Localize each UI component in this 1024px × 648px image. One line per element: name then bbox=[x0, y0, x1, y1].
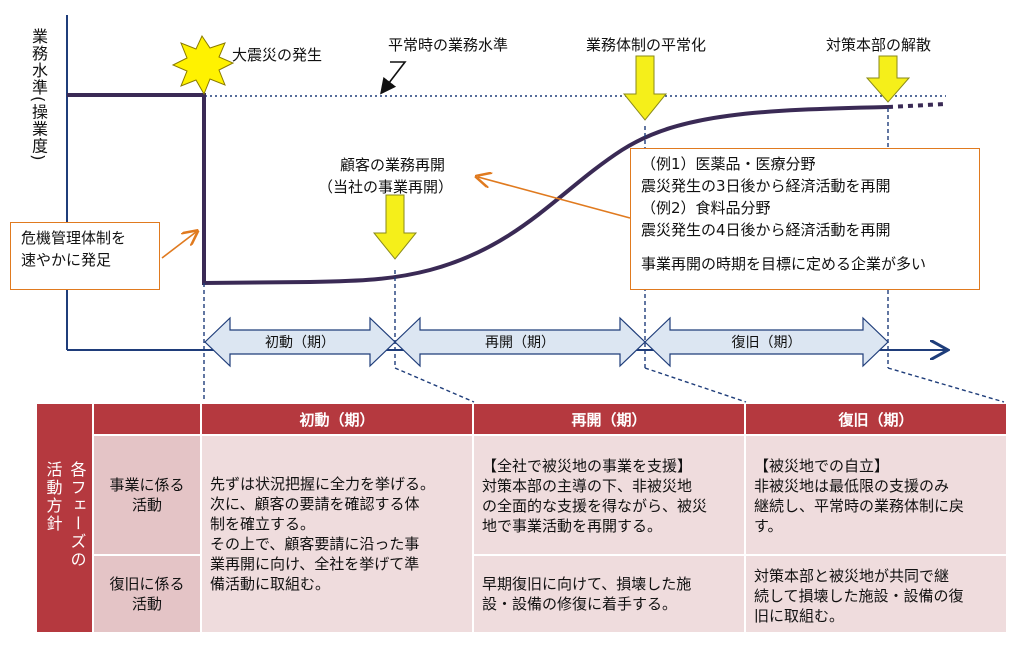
cell-line: 早期復旧に向けて、損壊した施 bbox=[482, 575, 692, 593]
cell-line: 備活動に取組む。 bbox=[210, 575, 331, 593]
connector-restart bbox=[394, 367, 475, 403]
y-axis-label: 業務水準(操業度) bbox=[29, 28, 48, 162]
cell-line: 次に、顧客の要請を確認する体 bbox=[210, 495, 420, 513]
cell-initial-merged: 先ずは状況把握に全力を挙げる。 次に、顧客の要請を確認する体 制を確立する。 そ… bbox=[202, 436, 472, 632]
connector-normalize bbox=[644, 367, 747, 403]
cell-line: 設・設備の修復に着手する。 bbox=[482, 595, 678, 613]
example-line: （例1）医薬品・医療分野 bbox=[641, 155, 816, 173]
cell-line: 非被災地は最低限の支援のみ bbox=[754, 477, 950, 495]
phase-arrow-recovery bbox=[644, 316, 889, 368]
cell-line: 対策本部と被災地が共同で継 bbox=[754, 567, 950, 585]
policy-side-header: 各フェーズの活動方針 bbox=[37, 404, 92, 632]
cell-recovery-business: 【被災地での自立】 非被災地は最低限の支援のみ 継続し、平常時の業務体制に戻 す… bbox=[746, 436, 1006, 554]
header-restart: 再開（期） bbox=[474, 404, 744, 434]
crisis-pointer bbox=[161, 232, 196, 259]
cell-line: 【全社で被災地の事業を支援】 bbox=[482, 457, 693, 475]
company-restart-label: （当社の事業再開） bbox=[318, 178, 454, 196]
cell-line: 対策本部の主導の下、非被災地 bbox=[482, 477, 693, 495]
phase-label-recovery: 復旧（期） bbox=[731, 335, 802, 351]
table-corner bbox=[94, 404, 200, 434]
crisis-callout: 危機管理体制を 速やかに発足 bbox=[10, 222, 160, 290]
normal-level-pointer bbox=[380, 61, 407, 95]
example-pointer bbox=[478, 177, 631, 219]
example-line: 震災発生の4日後から経済活動を再開 bbox=[641, 221, 891, 239]
cell-line: 地で事業活動を再開する。 bbox=[482, 517, 663, 535]
header-recovery: 復旧（期） bbox=[746, 404, 1006, 434]
connector-dissolve bbox=[887, 367, 1005, 403]
cell-line: 継続し、平常時の業務体制に戻 bbox=[754, 497, 965, 515]
example-line: 事業再開の時期を目標に定める企業が多い bbox=[641, 255, 927, 273]
cell-restart-business: 【全社で被災地の事業を支援】 対策本部の主導の下、非被災地 の全面的な支援を得な… bbox=[474, 436, 744, 554]
example-line: （例2）食料品分野 bbox=[641, 199, 771, 217]
policy-side-label: 各フェーズの活動方針 bbox=[43, 461, 87, 569]
operation-curve bbox=[67, 93, 889, 286]
cell-line: 続して損壊した施設・設備の復 bbox=[754, 587, 964, 605]
operation-curve-projection bbox=[887, 102, 947, 109]
quake-burst-icon bbox=[171, 34, 235, 96]
cell-line: す。 bbox=[754, 517, 783, 535]
customer-restart-label: 顧客の業務再開 bbox=[340, 156, 446, 174]
dissolution-label: 対策本部の解散 bbox=[826, 36, 932, 54]
normal-level-label: 平常時の業務水準 bbox=[388, 36, 509, 54]
example-line bbox=[641, 241, 969, 253]
crisis-callout-line: 危機管理体制を bbox=[21, 229, 127, 247]
header-initial: 初動（期） bbox=[202, 404, 472, 434]
example-callout: （例1）医薬品・医療分野 震災発生の3日後から経済活動を再開 （例2）食料品分野… bbox=[630, 148, 980, 290]
normalization-label: 業務体制の平常化 bbox=[586, 36, 707, 54]
phase-label-initial: 初動（期） bbox=[265, 335, 335, 351]
cell-restart-recovery: 早期復旧に向けて、損壊した施 設・設備の修復に着手する。 bbox=[474, 556, 744, 632]
row-label-business: 事業に係る 活動 bbox=[94, 436, 200, 554]
down-arrow-normalize-icon bbox=[622, 55, 668, 121]
cell-line: その上で、顧客要請に沿った事 bbox=[210, 535, 420, 553]
cell-line: 制を確立する。 bbox=[210, 515, 316, 533]
cell-line: 旧に取組む。 bbox=[754, 607, 845, 625]
cell-line: 【被災地での自立】 bbox=[754, 457, 890, 475]
quake-label: 大震災の発生 bbox=[232, 46, 323, 64]
down-arrow-dissolve-icon bbox=[865, 55, 911, 103]
crisis-callout-line: 速やかに発足 bbox=[21, 251, 112, 269]
cell-line: の全面的な支援を得ながら、被災 bbox=[482, 497, 708, 515]
phase-label-restart: 再開（期） bbox=[485, 335, 555, 351]
cell-line: 業再開に向け、全社を挙げて準 bbox=[210, 555, 420, 573]
cell-line: 先ずは状況把握に全力を挙げる。 bbox=[210, 475, 436, 493]
down-arrow-restart-icon bbox=[372, 194, 418, 260]
example-line: 震災発生の3日後から経済活動を再開 bbox=[641, 177, 891, 195]
row-label-recovery: 復旧に係る 活動 bbox=[94, 556, 200, 632]
cell-recovery-recovery: 対策本部と被災地が共同で継 続して損壊した施設・設備の復 旧に取組む。 bbox=[746, 556, 1006, 632]
